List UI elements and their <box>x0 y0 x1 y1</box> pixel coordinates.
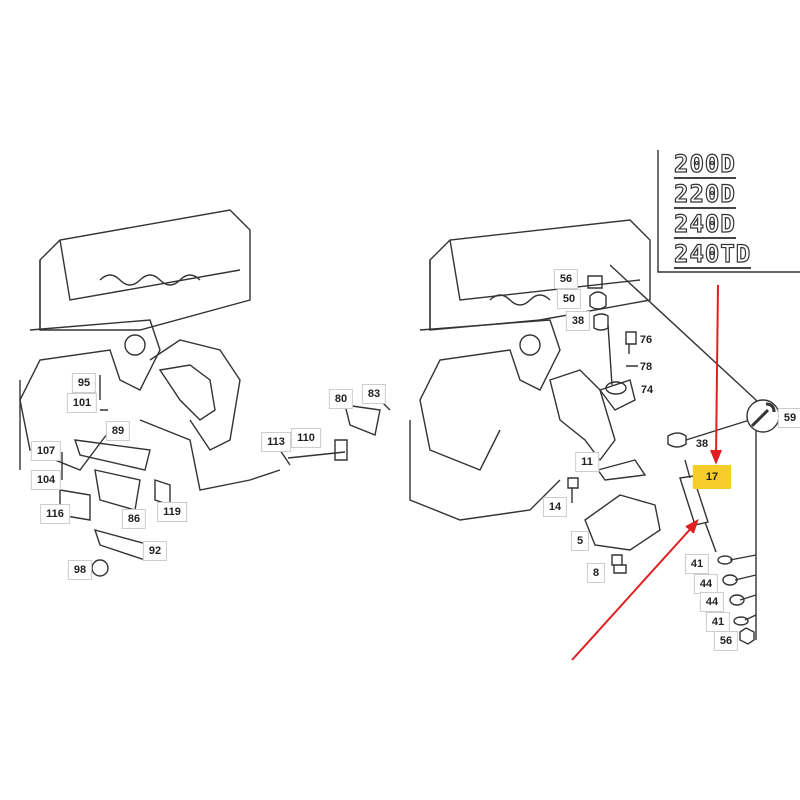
callout-44-upper: 44 <box>693 574 719 594</box>
callout-80: 80 <box>328 389 354 409</box>
callout-86: 86 <box>121 509 147 529</box>
callout-74: 74 <box>640 384 654 396</box>
model-badge-200d: 200D <box>673 150 736 179</box>
callout-89: 89 <box>105 421 131 441</box>
callout-110: 110 <box>291 428 321 448</box>
right-engine-block <box>409 219 757 645</box>
callout-41-lower: 41 <box>705 612 731 632</box>
model-badge-220d: 220D <box>673 180 736 209</box>
wrench-icon <box>746 399 780 433</box>
callout-107: 107 <box>30 441 62 461</box>
model-badge-240d: 240D <box>673 210 736 239</box>
callout-78: 78 <box>639 361 653 373</box>
callout-44-lower: 44 <box>699 592 725 612</box>
model-badge-240td: 240TD <box>673 240 752 269</box>
callout-76: 76 <box>639 334 653 346</box>
callout-101: 101 <box>66 393 98 413</box>
callout-38-top: 38 <box>565 311 591 331</box>
callout-59: 59 <box>777 408 800 428</box>
callout-92: 92 <box>142 541 168 561</box>
callout-11: 11 <box>575 452 599 472</box>
callout-56-top: 56 <box>553 269 579 289</box>
callout-83: 83 <box>361 384 387 404</box>
callout-104: 104 <box>30 470 62 490</box>
callout-38-lower: 38 <box>695 438 709 450</box>
callout-8: 8 <box>586 563 606 583</box>
left-engine-block <box>19 209 391 577</box>
callout-119: 119 <box>157 502 187 522</box>
callout-5: 5 <box>570 531 590 551</box>
callout-98: 98 <box>67 560 93 580</box>
callout-14: 14 <box>542 497 568 517</box>
red-arrows <box>571 284 722 661</box>
callout-50: 50 <box>556 289 582 309</box>
callout-113: 113 <box>261 432 291 452</box>
callout-116: 116 <box>40 504 70 524</box>
callout-95: 95 <box>71 373 97 393</box>
callout-56-bottom: 56 <box>713 631 739 651</box>
callout-17-highlighted[interactable]: 17 <box>692 465 732 489</box>
badge-frame <box>657 150 800 273</box>
callout-41-upper: 41 <box>684 554 710 574</box>
